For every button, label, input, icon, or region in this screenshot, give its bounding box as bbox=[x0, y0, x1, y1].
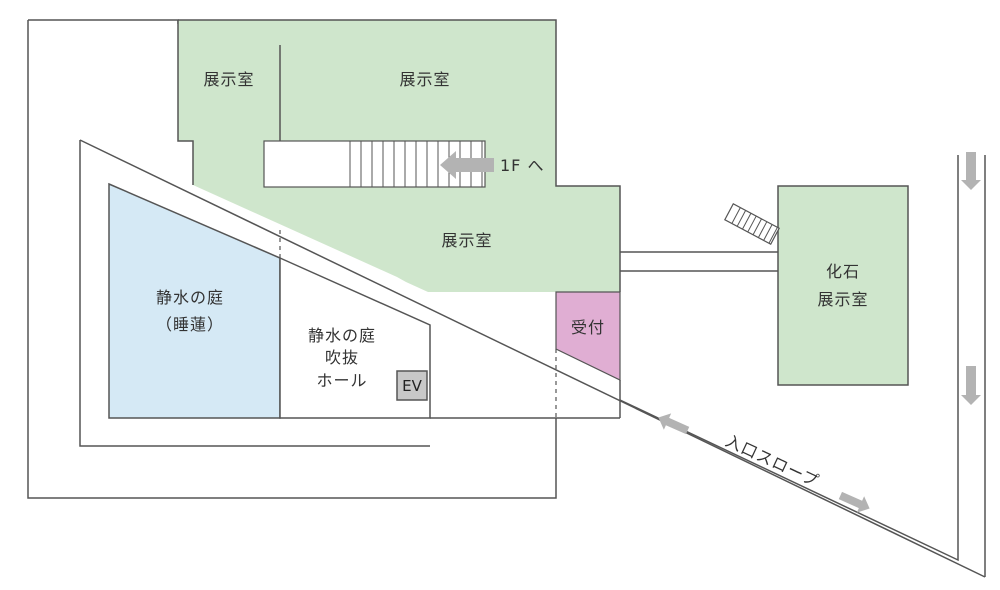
fossil-label-1: 化石 bbox=[826, 262, 860, 281]
arrow-left-icon bbox=[440, 151, 494, 179]
exhibit-zone-outline bbox=[177, 19, 621, 292]
slope-arrow-icon bbox=[961, 366, 981, 405]
stair-step bbox=[757, 221, 768, 238]
stairs-label: 1F へ bbox=[500, 156, 544, 175]
slope-arrow-icon bbox=[961, 152, 981, 190]
slope-label: 入口スロープ bbox=[723, 431, 823, 491]
elevator-box bbox=[396, 370, 428, 401]
corridor-to-fossil bbox=[620, 251, 778, 272]
atrium-label-3: ホール bbox=[316, 371, 367, 390]
entrance-slope-wall bbox=[619, 155, 986, 577]
room-label-exhibit-top-left: 展示室 bbox=[203, 70, 254, 89]
stair-step bbox=[763, 224, 773, 241]
fossil-stairs bbox=[724, 203, 780, 245]
garden-label-2: （睡蓮） bbox=[156, 315, 224, 334]
stair-step bbox=[747, 215, 757, 233]
slope-arrow-icon bbox=[658, 413, 690, 435]
inner-wall bbox=[79, 140, 430, 447]
elevator-label: EV bbox=[402, 377, 422, 395]
reception-label: 受付 bbox=[571, 318, 605, 337]
stairs-steps bbox=[349, 141, 483, 187]
room-label-exhibit-center: 展示室 bbox=[441, 231, 492, 250]
atrium-label-1: 静水の庭 bbox=[308, 326, 376, 345]
stair-step bbox=[736, 210, 747, 227]
garden-label-1: 静水の庭 bbox=[156, 288, 224, 307]
stair-step bbox=[768, 227, 778, 244]
stair-step bbox=[742, 213, 752, 230]
stair-step bbox=[731, 207, 741, 224]
stair-step bbox=[752, 218, 762, 235]
room-label-exhibit-top-right: 展示室 bbox=[399, 70, 450, 89]
atrium-label-2: 吹抜 bbox=[325, 348, 359, 367]
fossil-room bbox=[777, 185, 909, 386]
diagonal-wall-upper bbox=[79, 139, 986, 578]
fossil-label-2: 展示室 bbox=[817, 290, 868, 309]
slope-arrow-icon bbox=[838, 491, 870, 513]
